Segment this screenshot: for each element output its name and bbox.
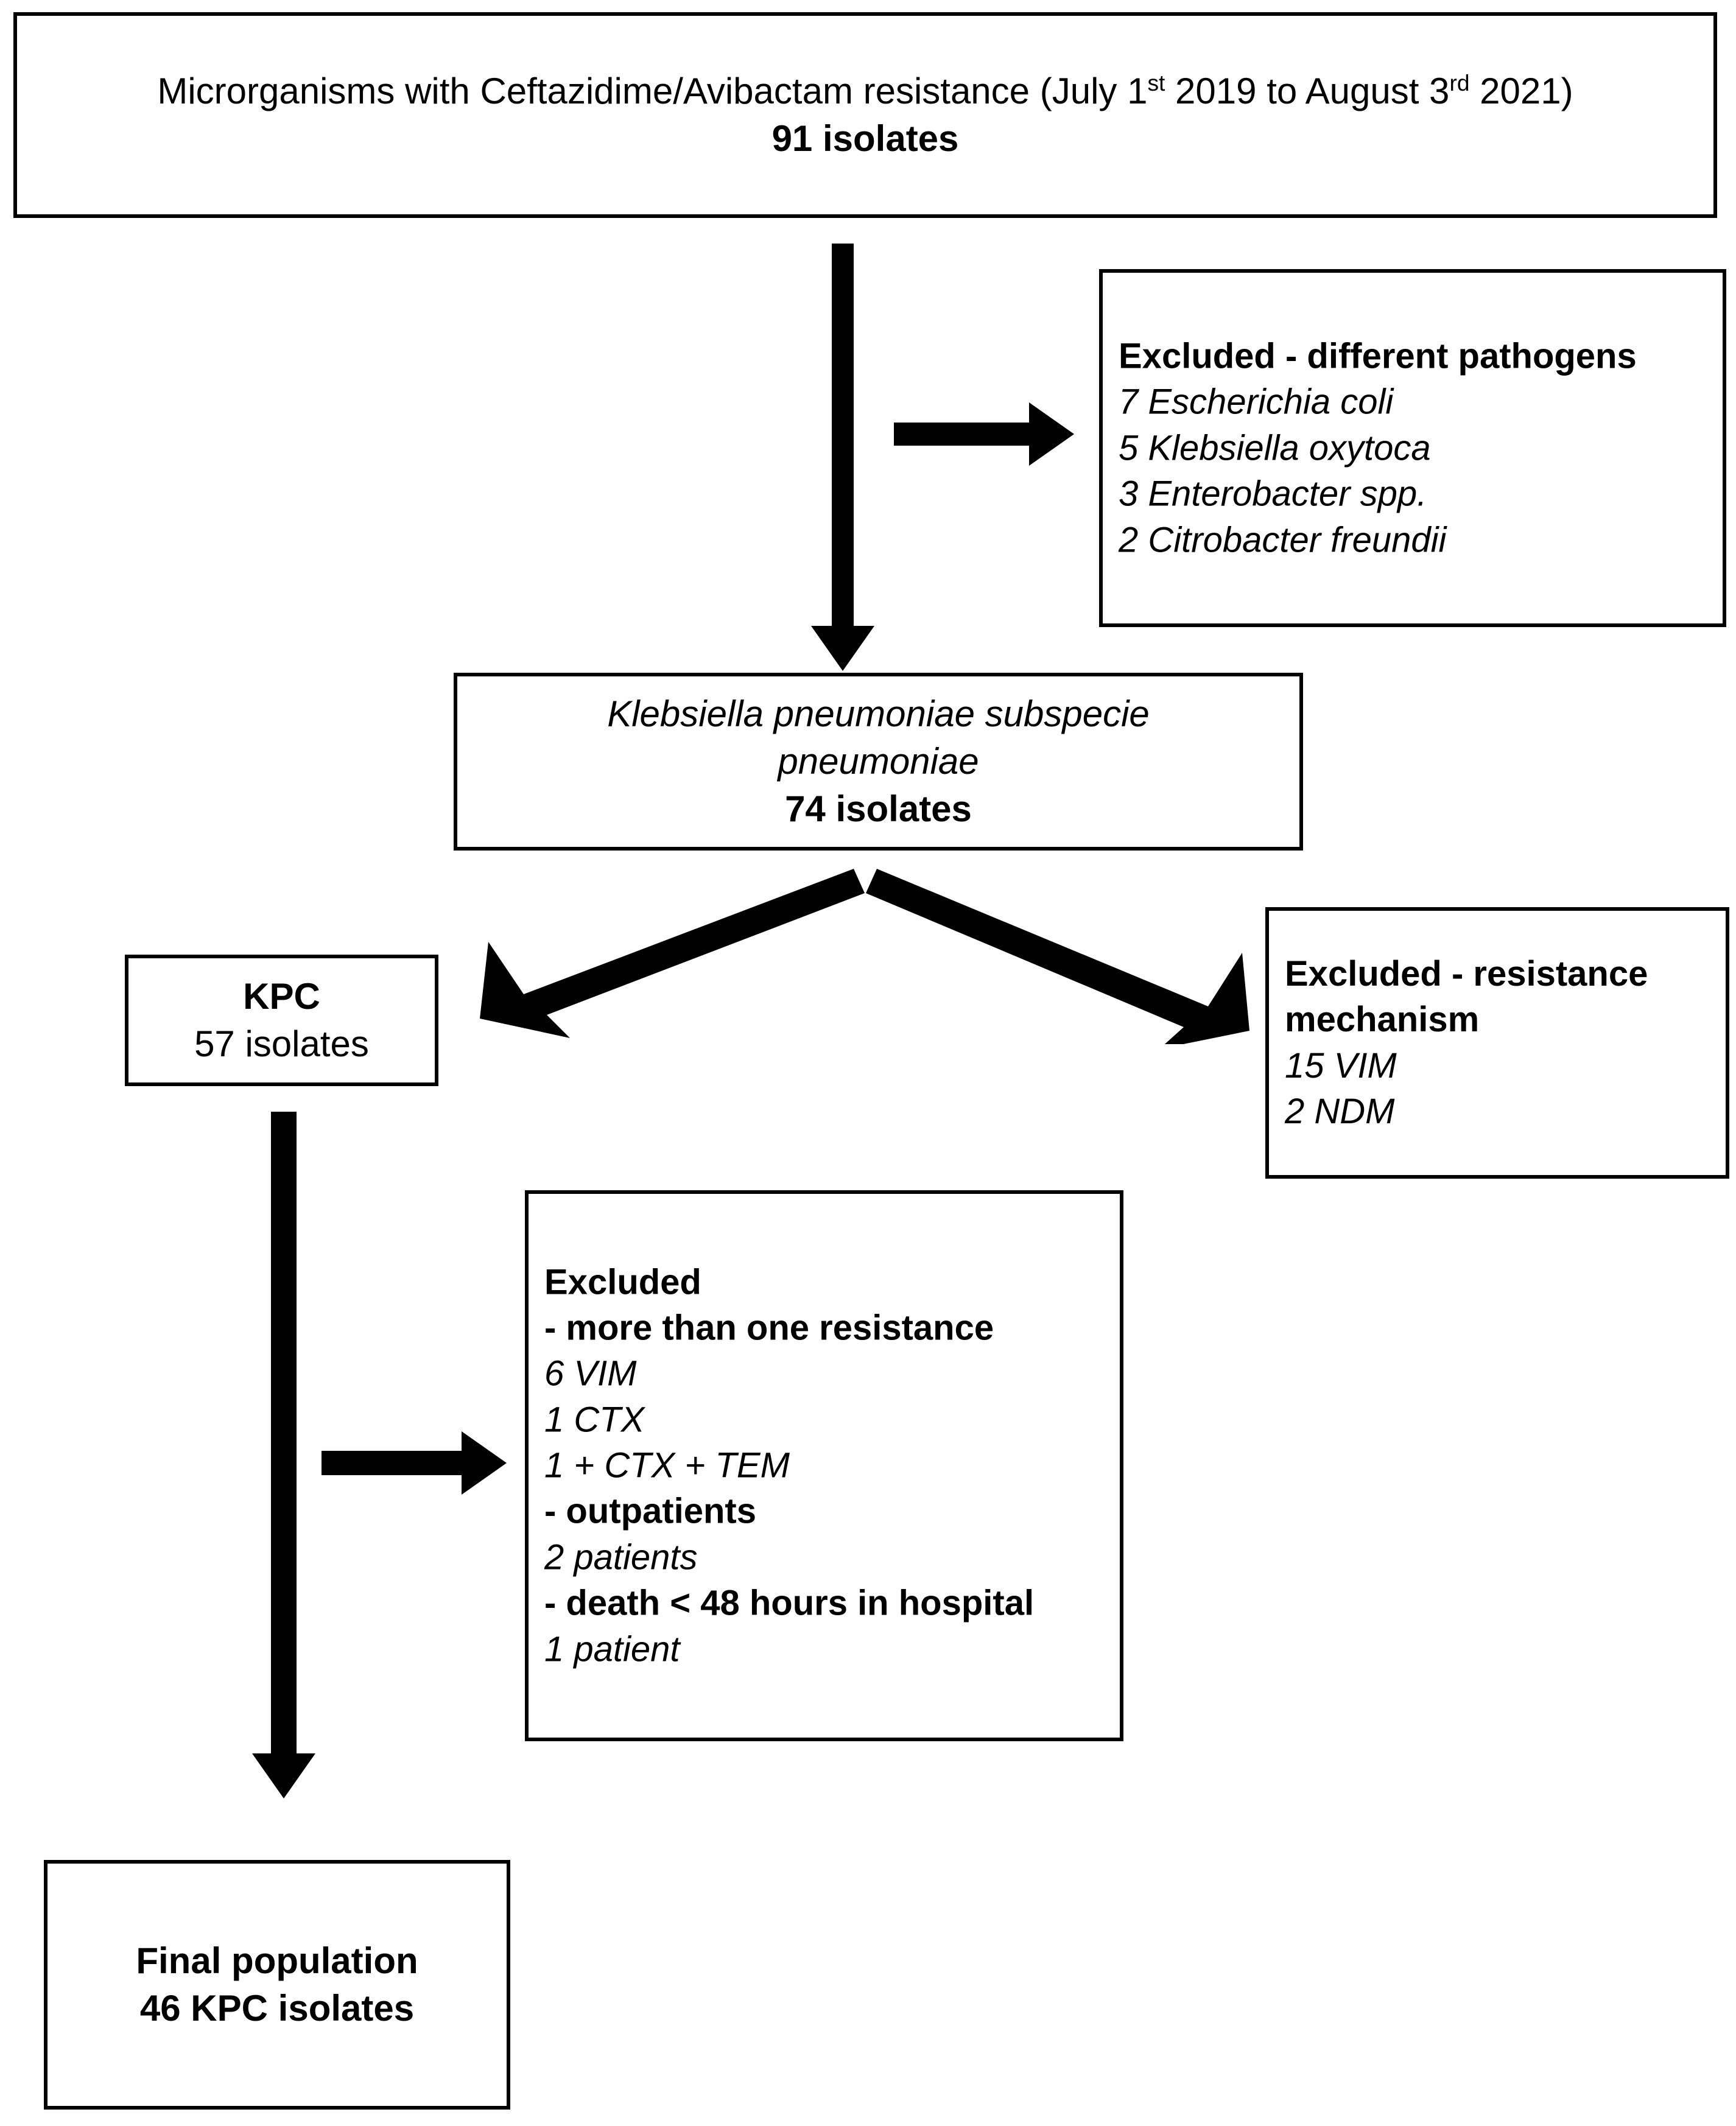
excluded-other-group3-heading: - death < 48 hours in hospital <box>544 1583 1035 1623</box>
source-population-ordinal-1: st <box>1147 70 1165 96</box>
excluded-pathogens-item: 2 Citrobacter freundii <box>1119 520 1447 560</box>
box-klebsiella-pneumoniae: Klebsiella pneumoniae subspecie pneumoni… <box>454 673 1303 851</box>
box-excluded-other: Excluded - more than one resistance 6 VI… <box>525 1190 1123 1741</box>
source-population-title-prefix: Microrganisms with Ceftazidime/Avibactam… <box>157 71 1148 111</box>
excluded-pathogens-item: 3 Enterobacter spp. <box>1119 474 1427 514</box>
arrow-shaft <box>271 1112 297 1775</box>
excluded-other-group1-item: 6 VIM <box>544 1354 637 1394</box>
arrow-down-left-icon <box>480 869 865 1038</box>
source-population-title-mid: 2019 to August 3 <box>1165 71 1450 111</box>
source-population-title-suffix: 2021) <box>1469 71 1573 111</box>
arrow-klebsiella-split <box>451 855 1279 1049</box>
excluded-other-group3-item: 1 patient <box>544 1629 680 1669</box>
arrow-head-right-icon <box>462 1431 507 1495</box>
source-population-title: Microrganisms with Ceftazidime/Avibactam… <box>33 68 1698 115</box>
klebsiella-line-2: pneumoniae <box>778 741 979 782</box>
arrow-head-right-icon <box>1029 402 1074 466</box>
kpc-label: KPC <box>243 976 320 1017</box>
excluded-pathogens-item: 5 Klebsiella oxytoca <box>1119 428 1431 468</box>
arrow-shaft <box>894 423 1034 446</box>
klebsiella-line-1: Klebsiella pneumoniae subspecie <box>607 693 1150 734</box>
box-source-population: Microrganisms with Ceftazidime/Avibactam… <box>13 12 1717 218</box>
box-excluded-pathogens: Excluded - different pathogens 7 Escheri… <box>1099 269 1726 627</box>
excluded-mechanism-item: 2 NDM <box>1285 1092 1395 1132</box>
split-arrows-svg <box>480 869 1249 1049</box>
source-population-ordinal-2: rd <box>1449 70 1470 96</box>
box-kpc: KPC 57 isolates <box>125 955 438 1086</box>
excluded-other-heading: Excluded <box>544 1262 701 1302</box>
excluded-mechanism-item: 15 VIM <box>1285 1046 1397 1086</box>
arrow-shaft <box>322 1451 466 1475</box>
box-excluded-resistance-mechanism: Excluded - resistance mechanism 15 VIM 2… <box>1265 907 1729 1179</box>
excluded-other-group1-item: 1 + CTX + TEM <box>544 1445 790 1486</box>
excluded-other-group1-item: 1 CTX <box>544 1400 645 1440</box>
excluded-pathogens-heading: Excluded - different pathogens <box>1119 336 1637 376</box>
arrow-head-down-icon <box>811 626 874 671</box>
excluded-other-group2-item: 2 patients <box>544 1537 698 1577</box>
final-population-label: Final population <box>136 1940 418 1981</box>
excluded-other-group1-heading: - more than one resistance <box>544 1308 994 1348</box>
excluded-mechanism-heading-line-2: mechanism <box>1285 1000 1480 1040</box>
kpc-count: 57 isolates <box>194 1023 369 1064</box>
klebsiella-count: 74 isolates <box>785 788 972 829</box>
source-population-count: 91 isolates <box>771 118 959 159</box>
excluded-other-group2-heading: - outpatients <box>544 1492 756 1532</box>
box-final-population: Final population 46 KPC isolates <box>44 1860 510 2110</box>
arrow-head-down-icon <box>252 1753 315 1798</box>
arrow-down-right-icon <box>866 869 1249 1049</box>
excluded-mechanism-heading-line-1: Excluded - resistance <box>1285 954 1648 994</box>
arrow-shaft <box>832 244 854 648</box>
excluded-pathogens-item: 7 Escherichia coli <box>1119 382 1394 422</box>
final-population-count: 46 KPC isolates <box>139 1988 415 2029</box>
